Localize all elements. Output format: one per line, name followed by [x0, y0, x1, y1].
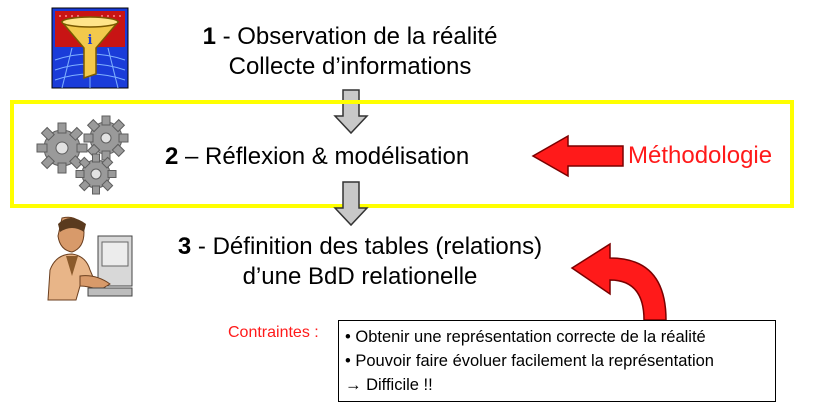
gears-icon [36, 115, 129, 195]
step-2-line-1: Réflexion & modélisation [205, 143, 470, 170]
step-3-line-1: Définition des tables (relations) [212, 233, 543, 260]
step-3-text: 3 - Définition des tables (relations) d’… [135, 232, 585, 292]
funnel-info-icon: i [51, 7, 129, 89]
constraint-item-3: → Difficile !! [345, 376, 433, 394]
step-3-number: 3 [177, 233, 192, 260]
step-1-line-2: Collecte d’informations [228, 53, 472, 80]
step-2-number: 2 [165, 143, 179, 170]
step-1-number: 1 [202, 23, 216, 50]
constraints-label: Contraintes : [228, 324, 319, 341]
step-1-line-1: Observation de la réalité [237, 23, 498, 50]
step-3-separator: - [191, 233, 213, 260]
highlight-box [10, 100, 794, 208]
constraints-box: • Obtenir une représentation correcte de… [338, 320, 776, 402]
methodology-arrow [531, 134, 624, 178]
step-1-separator: - [215, 23, 238, 50]
down-arrow-2 [333, 181, 369, 227]
step-1-text: 1 - Observation de la réalité Collecte d… [150, 22, 550, 82]
constraint-item-2: • Pouvoir faire évoluer facilement la re… [345, 352, 714, 370]
person-computer-icon [47, 216, 133, 301]
constraint-item-1: • Obtenir une représentation correcte de… [345, 328, 706, 346]
step-2-text: 2 – Réflexion & modélisation [165, 142, 545, 172]
step-2-separator: – [178, 143, 206, 170]
svg-text:i: i [88, 33, 93, 48]
feedback-curved-arrow [570, 242, 667, 321]
step-3-line-2: d’une BdD relationelle [242, 263, 478, 290]
methodology-label: Méthodologie [628, 142, 773, 169]
